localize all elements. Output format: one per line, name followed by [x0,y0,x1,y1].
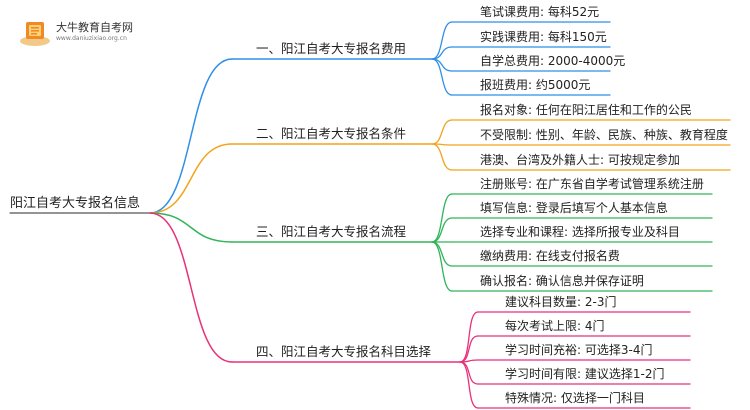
logo-title: 大牛教育自考网 [56,21,133,34]
leaf-connector [459,311,479,363]
leaf-connector [431,58,453,72]
leaf-connector [431,119,453,145]
leaf-fee-written: 笔试课费用: 每科52元 [480,5,600,19]
leaf-connector [431,217,453,243]
leaf-subj-limited-time: 学习时间有限: 建议选择1-2门 [505,367,665,381]
leaf-proc-confirm: 确认报名: 确认信息并保存证明 [480,274,644,288]
leaf-subj-count: 建议科目数量: 2-3门 [505,295,617,309]
branch-connector [149,212,233,243]
branch-connector [149,143,233,214]
leaf-connector [431,143,453,171]
leaf-cond-eligible: 报名对象: 任何在阳江居住和工作的公民 [480,103,692,117]
leaf-fee-class: 报班费用: 约5000元 [480,78,591,92]
leaf-proc-fill-info: 填写信息: 登录后填写个人基本信息 [480,201,668,215]
leaf-connector [459,335,479,363]
leaf-cond-unrestricted: 不受限制: 性别、年龄、民族、种族、教育程度 [480,128,728,142]
leaf-connector [431,58,453,96]
branch-connector [149,58,233,214]
leaf-connector [431,46,453,60]
site-logo: 大牛教育自考网 www.daniuzixiao.org.cn [18,14,153,50]
leaf-subj-ample-time: 学习时间充裕: 可选择3-4门 [505,343,653,357]
branch-process: 三、阳江自考大专报名流程 [256,224,407,239]
root-node: 阳江自考大专报名信息 [10,196,141,211]
leaf-connector [431,193,453,243]
leaf-fee-practice: 实践课费用: 每科150元 [480,30,607,44]
leaf-proc-pay: 缴纳费用: 在线支付报名费 [480,249,620,263]
branch-connector [149,212,233,363]
book-logo-icon [20,22,50,46]
logo-subtitle: www.daniuzixiao.org.cn [56,35,127,42]
leaf-connector [459,361,479,409]
leaf-connector [431,241,453,292]
leaf-connector [431,21,453,60]
leaf-proc-select: 选择专业和课程: 选择所报专业及科目 [480,225,680,239]
leaf-proc-register: 注册账号: 在广东省自学考试管理系统注册 [480,177,704,191]
leaf-subj-max: 每次考试上限: 4门 [505,319,605,333]
branch-subjects: 四、阳江自考大专报名科目选择 [256,344,432,359]
leaf-connector [431,241,453,267]
branch-conditions: 二、阳江自考大专报名条件 [256,126,407,141]
leaf-cond-overseas: 港澳、台湾及外籍人士: 可按规定参加 [480,153,680,167]
branch-fees: 一、阳江自考大专报名费用 [256,41,407,56]
leaf-fee-self-study: 自学总费用: 2000-4000元 [480,54,626,68]
leaf-subj-special: 特殊情况: 仅选择一门科目 [505,391,645,405]
